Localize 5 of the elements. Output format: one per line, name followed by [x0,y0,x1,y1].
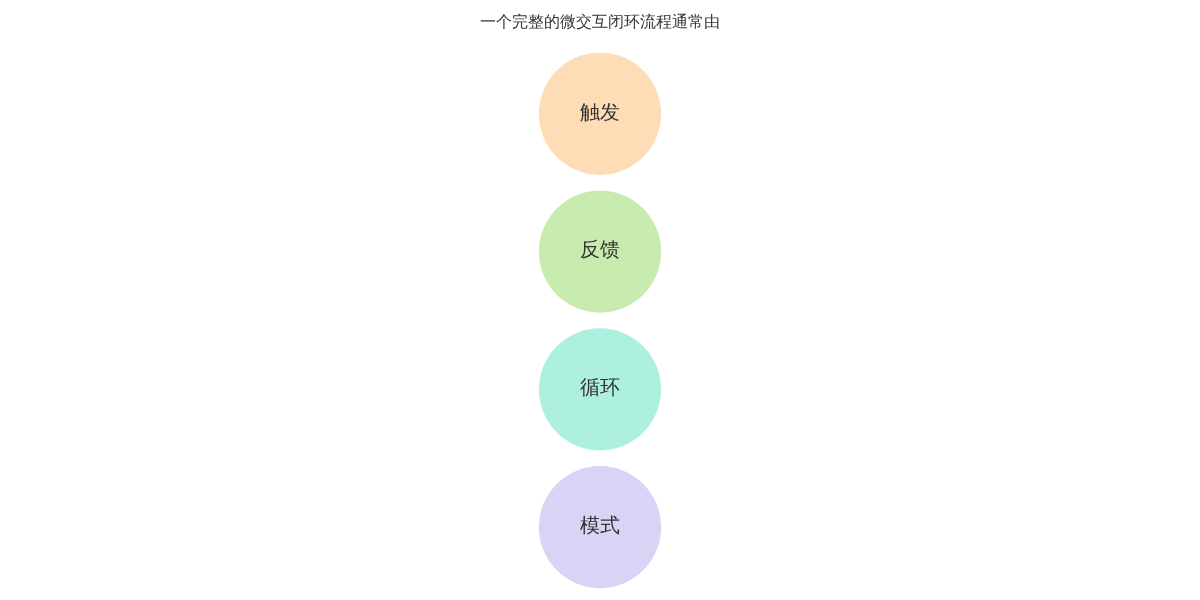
node-circle: 反馈 [538,190,662,313]
node-circle: 模式 [538,466,662,589]
node-circle: 触发 [538,52,662,175]
node-circle: 循环 [538,328,662,451]
diagram-title: 一个完整的微交互闭环流程通常由 [480,12,720,31]
